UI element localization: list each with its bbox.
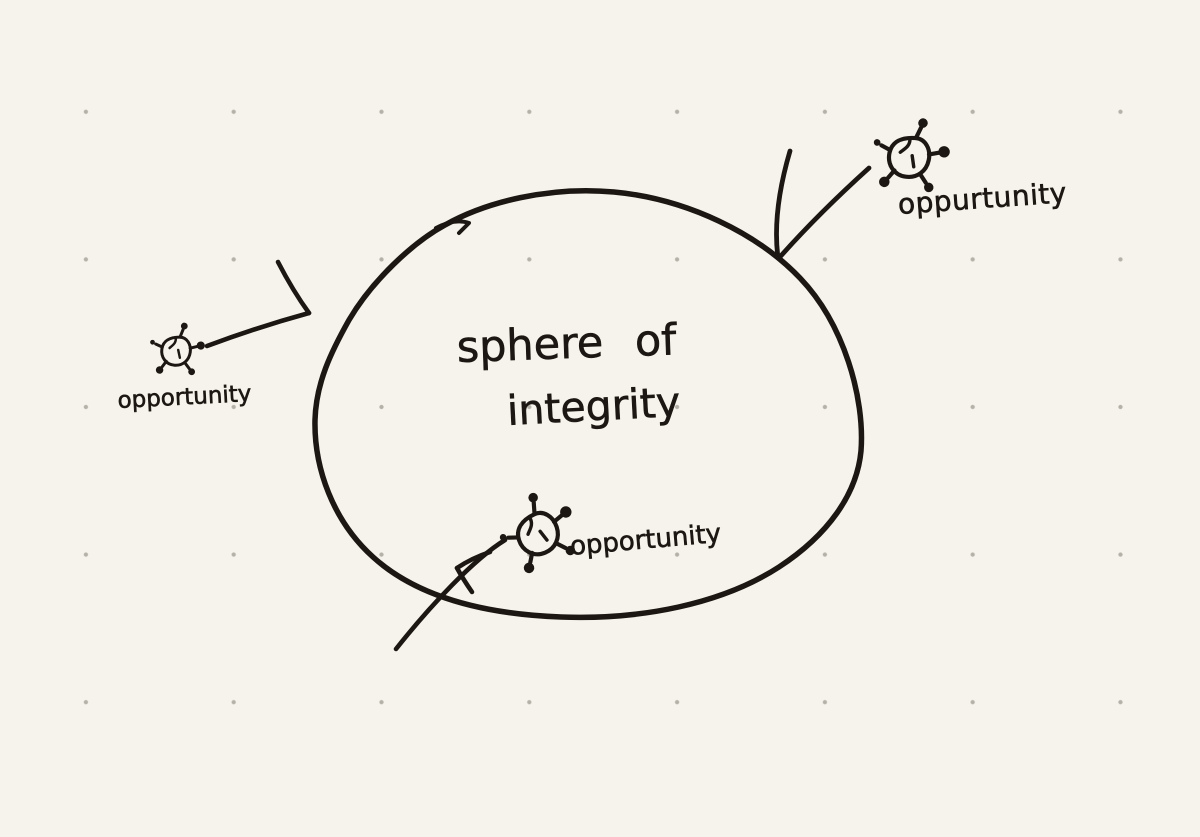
sphere-title-line1: sphere of [455,315,678,373]
mine-doodle-left-icon [144,316,210,381]
sphere-stroke-start-hook [434,219,471,235]
sphere-outline [312,187,865,621]
arrow-top-right [774,148,872,261]
arrow-bottom [393,537,508,652]
sphere-title-line2: integrity [505,377,682,436]
arrow-left [204,259,312,349]
